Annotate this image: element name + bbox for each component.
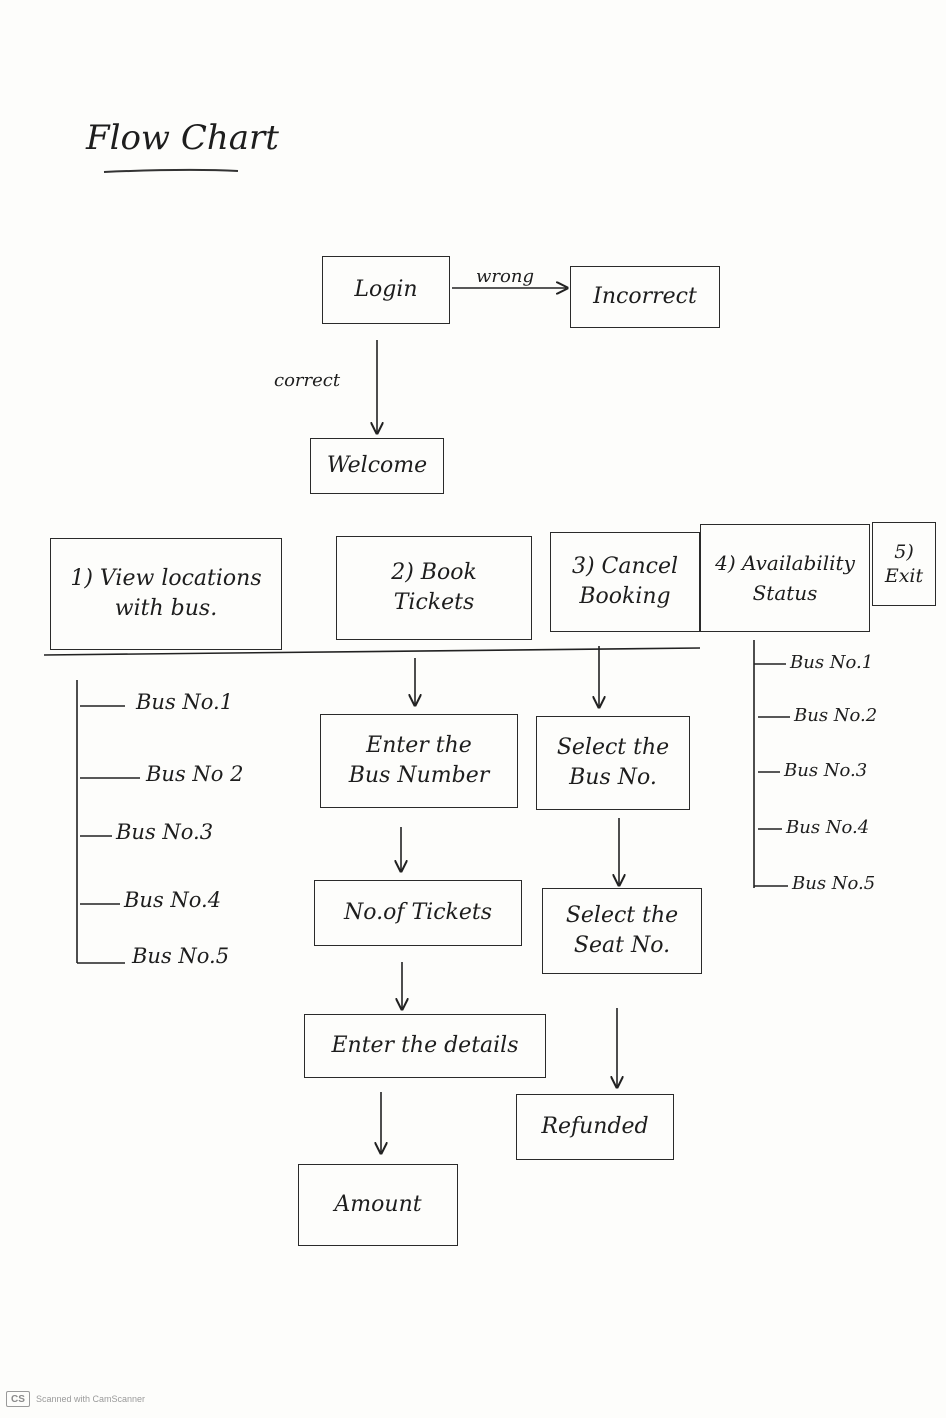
cancel-booking-line2: Booking [579, 584, 671, 609]
exit-label: Exit [884, 565, 924, 587]
enter-details-box: Enter the details [304, 1014, 546, 1078]
left-bus-item-4: Bus No.4 [124, 888, 222, 912]
select-bus-number-box: Select the Bus No. [536, 716, 690, 810]
right-bus-item-3: Bus No.3 [784, 760, 868, 781]
right-bus-item-1: Bus No.1 [790, 652, 874, 673]
incorrect-label: Incorrect [593, 284, 697, 309]
camscanner-watermark: CS Scanned with CamScanner [6, 1391, 145, 1407]
welcome-box: Welcome [310, 438, 444, 494]
cancel-booking-line1: 3) Cancel [571, 554, 679, 579]
cancel-booking-box: 3) Cancel Booking [550, 532, 700, 632]
edge-label-correct: correct [274, 370, 341, 391]
right-bus-item-2: Bus No.2 [794, 705, 878, 726]
availability-line1: 4) Availability [715, 551, 855, 575]
no-of-tickets-box: No.of Tickets [314, 880, 522, 946]
select-seat-line1: Select the [565, 903, 679, 928]
book-tickets-line2: Tickets [393, 590, 475, 615]
enter-bus-number-line2: Bus Number [348, 763, 490, 788]
left-bus-item-2: Bus No 2 [146, 762, 244, 786]
right-bus-item-4: Bus No.4 [786, 817, 870, 838]
camscanner-logo-icon: CS [6, 1391, 30, 1407]
refunded-label: Refunded [541, 1114, 649, 1139]
select-bus-line1: Select the [556, 735, 670, 760]
enter-bus-number-line1: Enter the [366, 733, 472, 758]
title-underline [103, 168, 239, 173]
book-tickets-line1: 2) Book [391, 560, 477, 585]
chart-title: Flow Chart [86, 118, 279, 158]
availability-status-box: 4) Availability Status [700, 524, 870, 632]
amount-box: Amount [298, 1164, 458, 1246]
menu-baseline [43, 647, 701, 656]
watermark-text: Scanned with CamScanner [36, 1394, 146, 1404]
view-locations-box: 1) View locations with bus. [50, 538, 282, 650]
select-seat-number-box: Select the Seat No. [542, 888, 702, 974]
book-tickets-box: 2) Book Tickets [336, 536, 532, 640]
left-bus-item-1: Bus No.1 [136, 690, 234, 714]
exit-number: 5) [894, 541, 914, 563]
view-locations-line1: 1) View locations [70, 566, 262, 591]
enter-details-label: Enter the details [331, 1033, 519, 1058]
select-seat-line2: Seat No. [573, 933, 671, 958]
refunded-box: Refunded [516, 1094, 674, 1160]
login-box: Login [322, 256, 450, 324]
left-bus-item-3: Bus No.3 [116, 820, 214, 844]
view-locations-line2: with bus. [114, 596, 218, 621]
incorrect-box: Incorrect [570, 266, 720, 328]
no-of-tickets-label: No.of Tickets [344, 900, 492, 925]
select-bus-line2: Bus No. [569, 765, 657, 790]
exit-box: 5) Exit [872, 522, 936, 606]
enter-bus-number-box: Enter the Bus Number [320, 714, 518, 808]
availability-line2: Status [752, 581, 818, 605]
right-bus-item-5: Bus No.5 [792, 873, 876, 894]
edge-label-wrong: wrong [476, 266, 534, 287]
left-bus-item-5: Bus No.5 [132, 944, 230, 968]
amount-label: Amount [334, 1192, 422, 1217]
welcome-label: Welcome [326, 453, 428, 478]
login-label: Login [354, 277, 418, 302]
